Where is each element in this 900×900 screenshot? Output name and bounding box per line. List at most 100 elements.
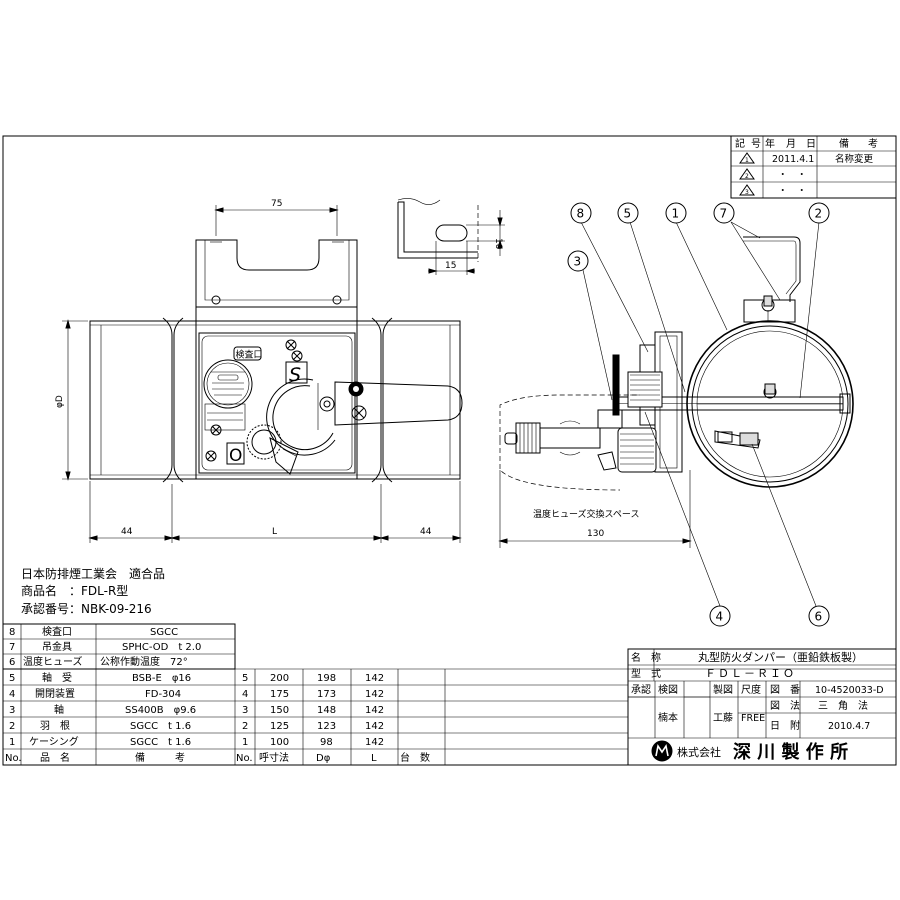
svg-text:SS400B φ9.6: SS400B φ9.6 [125, 705, 196, 716]
svg-text:SPHC-OD t 2.0: SPHC-OD t 2.0 [122, 642, 201, 653]
title-model-label: 型 式 [631, 667, 661, 680]
rev-date-3: ・ ・ [778, 186, 807, 197]
svg-text:125: 125 [270, 721, 289, 732]
svg-text:1: 1 [9, 737, 15, 748]
parts-row: 7 吊金具 SPHC-OD t 2.0 [9, 640, 201, 653]
svg-text:100: 100 [270, 737, 289, 748]
cert-line-2: 商品名 ：FDL-R型 [21, 583, 128, 598]
svg-text:L: L [371, 753, 377, 764]
svg-text:3: 3 [9, 705, 15, 716]
svg-text:123: 123 [317, 721, 336, 732]
size-row: 5 200 198 142 [242, 673, 384, 684]
svg-text:6: 6 [815, 610, 823, 624]
drawing-border [2, 135, 897, 766]
title-scale-value: FREE [741, 713, 765, 724]
svg-text:5: 5 [9, 673, 15, 684]
size-row: 3 150 148 142 [242, 705, 384, 716]
svg-text:142: 142 [365, 705, 384, 716]
rev-note-1: 名称変更 [835, 153, 874, 165]
dim-l: L [272, 527, 277, 537]
title-drafter-name: 工藤 [713, 712, 733, 724]
dim-130: 130 [587, 529, 604, 539]
callout-8: 8 [570, 202, 592, 224]
title-draw: 製図 [713, 683, 733, 696]
svg-text:軸: 軸 [54, 703, 64, 716]
parts-row: 3 軸 SS400B φ9.6 [9, 703, 196, 716]
title-drawing-no-label: 図 番 [770, 684, 800, 696]
label-fuse-space: 温度ヒューズ交換スペース [533, 508, 639, 520]
svg-text:FD-304: FD-304 [145, 689, 181, 700]
title-method-value: 三 角 法 [818, 699, 868, 712]
size-row: 2 125 123 142 [242, 721, 384, 732]
svg-text:No.: No. [5, 753, 22, 764]
bracket-detail: 10 15 [397, 198, 505, 275]
parts-row: 2 羽 根 SGCC t 1.6 [9, 719, 191, 732]
svg-text:公称作動温度 72°: 公称作動温度 72° [100, 655, 188, 668]
cert-line-1: 日本防排煙工業会 適合品 [21, 566, 165, 581]
rev-header-bi: 備 [839, 137, 849, 150]
parts-row: 1 ケーシング SGCC t 1.6 [9, 735, 191, 748]
svg-text:検査口: 検査口 [42, 625, 72, 638]
screw-icon [285, 339, 297, 351]
svg-text:4: 4 [716, 610, 724, 624]
dial-s: S [289, 364, 301, 386]
svg-text:7: 7 [720, 207, 728, 221]
svg-text:温度ヒューズ: 温度ヒューズ [23, 655, 83, 668]
svg-text:142: 142 [365, 737, 384, 748]
callout-5: 5 [617, 202, 639, 224]
svg-text:3: 3 [242, 705, 248, 716]
rev-date-2: ・ ・ [778, 170, 807, 181]
svg-text:142: 142 [365, 673, 384, 684]
svg-text:品 名: 品 名 [40, 751, 70, 764]
svg-text:4: 4 [242, 689, 248, 700]
size-header: No. 呼寸法 Dφ L 台 数 [236, 751, 430, 764]
svg-text:5: 5 [242, 673, 248, 684]
svg-text:1: 1 [672, 207, 680, 221]
svg-text:1: 1 [745, 157, 749, 164]
close-circle-icon [351, 405, 367, 421]
svg-text:8: 8 [9, 627, 15, 638]
svg-text:1: 1 [242, 737, 248, 748]
svg-text:3: 3 [745, 189, 749, 196]
parts-row: 5 軸 受 BSB-E φ16 [9, 671, 191, 684]
title-drawing-no: 10-4520033-D [815, 685, 884, 696]
parts-row: 6 温度ヒューズ 公称作動温度 72° [9, 655, 188, 668]
rev-header-day: 日 [806, 139, 816, 150]
svg-text:SGCC t 1.6: SGCC t 1.6 [130, 721, 191, 732]
svg-text:SGCC t 1.6: SGCC t 1.6 [130, 737, 191, 748]
svg-text:7: 7 [9, 642, 15, 653]
dim-15: 15 [445, 261, 456, 271]
size-row: 4 175 173 142 [242, 689, 384, 700]
title-date-value: 2010.4.7 [828, 721, 870, 732]
rev-header-year: 年 [765, 137, 775, 150]
cert-line-3: 承認番号：NBK-09-216 [21, 601, 152, 616]
svg-text:開閉装置: 開閉装置 [35, 687, 75, 700]
svg-text:No.: No. [236, 753, 253, 764]
svg-text:2: 2 [745, 173, 749, 180]
title-checker-name: 楠本 [658, 711, 678, 724]
svg-text:175: 175 [270, 689, 289, 700]
svg-text:3: 3 [574, 255, 582, 269]
callout-7: 7 [713, 202, 735, 224]
svg-text:2: 2 [242, 721, 248, 732]
dim-phi-d: φD [55, 395, 65, 408]
rev-header-month: 月 [786, 138, 796, 150]
callout-1: 1 [665, 202, 687, 224]
svg-text:142: 142 [365, 721, 384, 732]
svg-text:5: 5 [624, 207, 632, 221]
callout-6: 6 [808, 605, 830, 627]
dim-44-left: 44 [121, 527, 133, 537]
dim-44-right: 44 [420, 527, 432, 537]
svg-text:台 数: 台 数 [400, 751, 430, 764]
title-name-label: 名 称 [631, 651, 661, 664]
svg-text:6: 6 [9, 657, 15, 668]
dim-75: 75 [271, 199, 282, 209]
title-model-value: ＦＤＬ－ＲＩＯ [705, 667, 796, 680]
rev-triangle-icon: 3 [739, 184, 755, 196]
svg-text:羽 根: 羽 根 [40, 719, 70, 732]
svg-text:BSB-E φ16: BSB-E φ16 [132, 673, 191, 684]
dial-o: O [229, 446, 242, 466]
svg-text:吊金具: 吊金具 [42, 640, 72, 653]
svg-text:173: 173 [317, 689, 336, 700]
